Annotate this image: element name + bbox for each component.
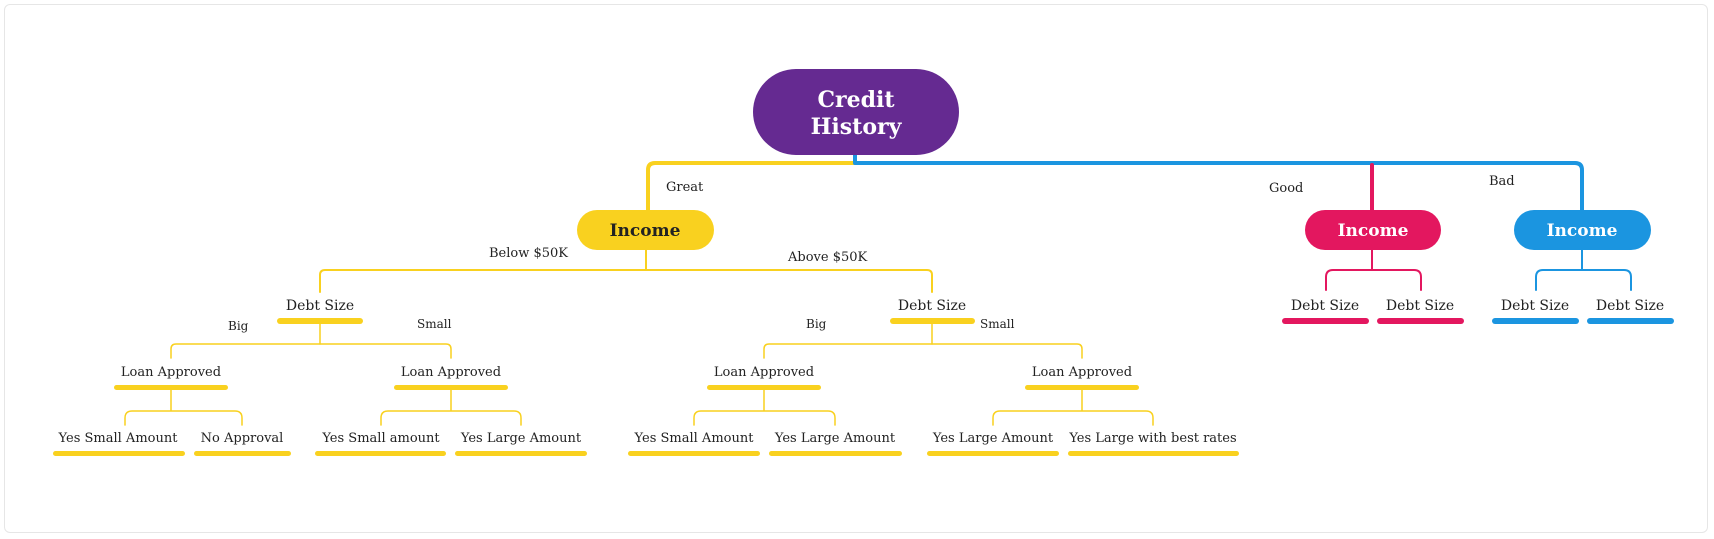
edge-label-great: Great bbox=[666, 180, 704, 195]
leaf-below-big-2: No Approval bbox=[194, 431, 291, 456]
debt-size-good-1: Debt Size bbox=[1282, 298, 1369, 324]
debt-size-bad-1: Debt Size bbox=[1492, 298, 1579, 324]
loan-approved-below-big-underline bbox=[114, 385, 228, 390]
leaf-below-small-2: Yes Large Amount bbox=[455, 431, 587, 456]
leaf-label: Yes Large with best rates bbox=[1068, 431, 1236, 446]
debt-size-bad-1-underline bbox=[1492, 318, 1579, 324]
edge-la1-leaves bbox=[124, 387, 243, 426]
income-node-bad-label: Income bbox=[1547, 221, 1618, 241]
income-node-bad-shape bbox=[1514, 210, 1651, 250]
income-node-bad: Income bbox=[1514, 210, 1651, 250]
leaf-underline bbox=[769, 451, 902, 456]
debt-size-below-label: Debt Size bbox=[286, 298, 354, 314]
debt-size-below-underline bbox=[277, 318, 363, 324]
leaf-label: Yes Large Amount bbox=[460, 431, 582, 446]
edge-label-above-50k: Above $50K bbox=[787, 250, 868, 265]
edge-label-above-big: Big bbox=[806, 317, 827, 331]
leaf-underline bbox=[194, 451, 291, 456]
debt-size-above-underline bbox=[890, 318, 975, 324]
leaf-above-big-2: Yes Large Amount bbox=[769, 431, 902, 456]
edge-label-below-50k: Below $50K bbox=[489, 246, 568, 261]
leaf-above-small-2: Yes Large with best rates bbox=[1068, 431, 1239, 456]
debt-size-above: Debt Size bbox=[890, 298, 975, 324]
edge-label-below-big: Big bbox=[228, 319, 249, 333]
loan-approved-above-big-label: Loan Approved bbox=[714, 365, 814, 380]
income-node-good-shape bbox=[1305, 210, 1441, 250]
edge-root-great bbox=[646, 161, 858, 216]
loan-approved-above-big: Loan Approved bbox=[707, 365, 821, 390]
loan-approved-below-small: Loan Approved bbox=[394, 365, 508, 390]
connectors bbox=[124, 152, 1632, 426]
edge-income-debt-below bbox=[319, 247, 647, 293]
debt-size-good-2-label: Debt Size bbox=[1386, 298, 1454, 314]
loan-approved-below-big: Loan Approved bbox=[114, 365, 228, 390]
leaf-underline bbox=[455, 451, 587, 456]
loan-approved-above-small-underline bbox=[1025, 385, 1139, 390]
income-node-good: Income bbox=[1305, 210, 1441, 250]
edge-below-small bbox=[319, 343, 452, 359]
leaf-above-big-1: Yes Small Amount bbox=[628, 431, 760, 456]
debt-size-good-2-underline bbox=[1377, 318, 1464, 324]
edge-bad-children bbox=[1535, 249, 1632, 291]
leaf-label: No Approval bbox=[201, 431, 284, 446]
root-node-shape bbox=[753, 69, 959, 155]
debt-size-bad-2: Debt Size bbox=[1587, 298, 1674, 324]
income-node-great-label: Income bbox=[610, 221, 681, 241]
edge-la4-leaves bbox=[992, 387, 1154, 426]
debt-size-bad-1-label: Debt Size bbox=[1501, 298, 1569, 314]
leaf-label: Yes Small Amount bbox=[634, 431, 755, 446]
leaf-label: Yes Small Amount bbox=[58, 431, 179, 446]
leaf-label: Yes Large Amount bbox=[774, 431, 896, 446]
diagram-frame bbox=[4, 4, 1708, 533]
income-node-great: Income bbox=[577, 210, 714, 250]
edge-below-big bbox=[170, 321, 321, 359]
edge-above-big bbox=[763, 321, 933, 359]
leaf-below-big-1: Yes Small Amount bbox=[53, 431, 185, 456]
leaf-above-small-1: Yes Large Amount bbox=[927, 431, 1059, 456]
leaf-label: Yes Large Amount bbox=[932, 431, 1054, 446]
leaf-underline bbox=[927, 451, 1059, 456]
edge-root-bad bbox=[853, 152, 1584, 216]
loan-approved-below-small-underline bbox=[394, 385, 508, 390]
debt-size-good-1-underline bbox=[1282, 318, 1369, 324]
debt-size-good-1-label: Debt Size bbox=[1291, 298, 1359, 314]
leaf-underline bbox=[628, 451, 760, 456]
edge-label-below-small: Small bbox=[417, 317, 452, 331]
loan-approved-below-big-label: Loan Approved bbox=[121, 365, 221, 380]
loan-approved-above-big-underline bbox=[707, 385, 821, 390]
debt-size-bad-2-label: Debt Size bbox=[1596, 298, 1664, 314]
edge-la2-leaves bbox=[380, 387, 522, 426]
debt-size-below: Debt Size bbox=[277, 298, 363, 324]
leaf-label: Yes Small amount bbox=[321, 431, 440, 446]
root-label-line2: History bbox=[811, 114, 903, 140]
leaf-underline bbox=[1068, 451, 1239, 456]
income-node-good-label: Income bbox=[1338, 221, 1409, 241]
edge-label-bad: Bad bbox=[1489, 174, 1515, 189]
edge-label-good: Good bbox=[1269, 181, 1303, 196]
loan-approved-above-small-label: Loan Approved bbox=[1032, 365, 1132, 380]
loan-approved-below-small-label: Loan Approved bbox=[401, 365, 501, 380]
root-node: Credit History bbox=[753, 69, 959, 155]
leaf-below-small-1: Yes Small amount bbox=[315, 431, 446, 456]
edge-income-debt-above bbox=[645, 269, 933, 293]
edge-label-above-small: Small bbox=[980, 317, 1015, 331]
leaf-underline bbox=[53, 451, 185, 456]
leaf-underline bbox=[315, 451, 446, 456]
debt-size-above-label: Debt Size bbox=[898, 298, 966, 314]
income-node-great-shape bbox=[577, 210, 714, 250]
edge-above-small bbox=[931, 343, 1083, 359]
debt-size-bad-2-underline bbox=[1587, 318, 1674, 324]
debt-size-good-2: Debt Size bbox=[1377, 298, 1464, 324]
loan-approved-above-small: Loan Approved bbox=[1025, 365, 1139, 390]
edge-la3-leaves bbox=[693, 387, 836, 426]
edge-good-children bbox=[1325, 249, 1422, 291]
root-label-line1: Credit bbox=[818, 87, 896, 113]
